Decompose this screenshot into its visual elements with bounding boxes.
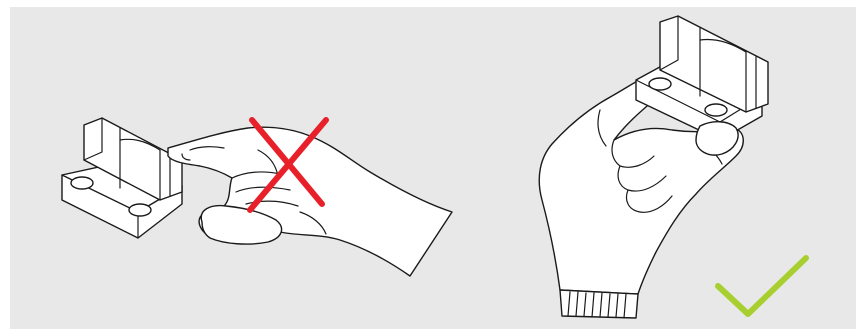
bracket-part-right xyxy=(636,16,768,140)
hand-touching-part xyxy=(168,127,452,276)
checkmark-icon xyxy=(718,258,806,314)
correct-handling-scene xyxy=(539,16,806,318)
bracket-part-left xyxy=(62,118,182,238)
incorrect-handling-scene xyxy=(62,118,452,276)
